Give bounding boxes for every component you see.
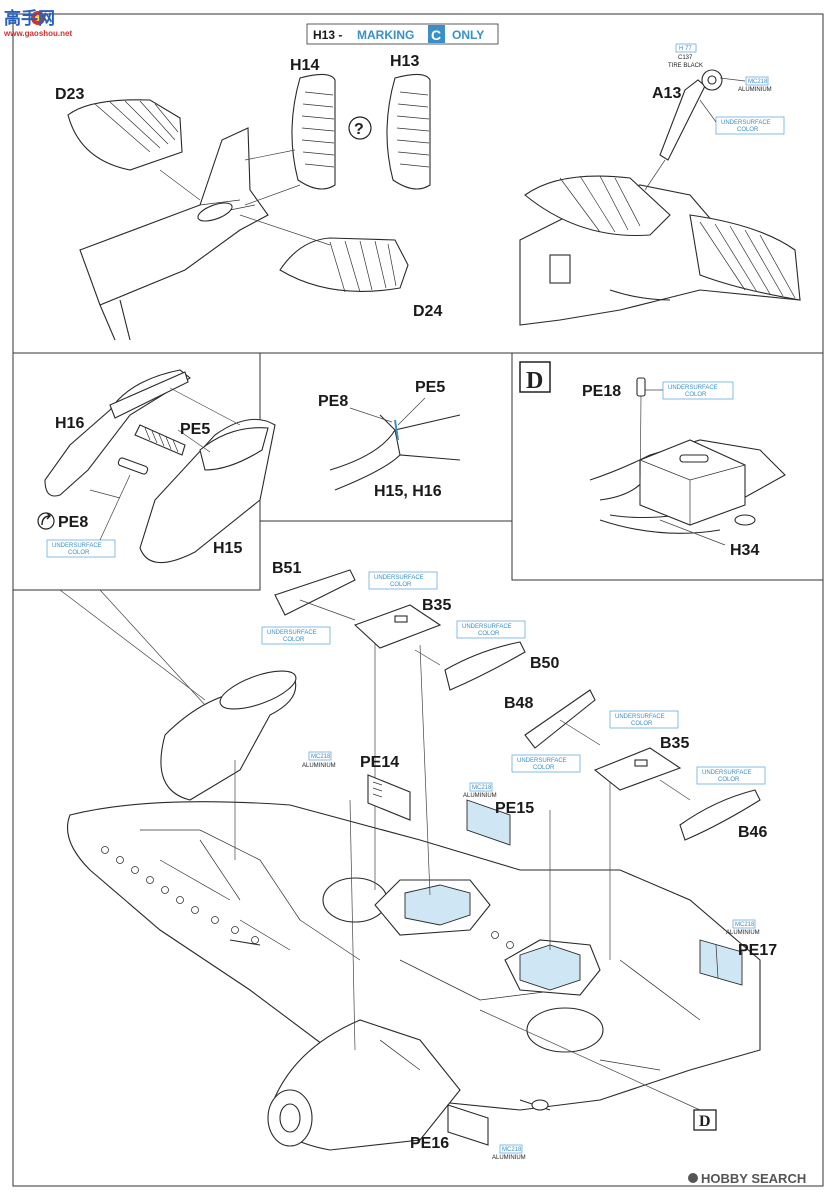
label-B35a: B35: [422, 597, 451, 614]
step-header: H13 - MARKING C ONLY: [306, 23, 499, 45]
label-PE8b: PE8: [318, 393, 348, 410]
paint-aluminium-pe14: ALUMINIUM: [302, 763, 336, 769]
section-d-letter: D: [526, 368, 543, 394]
paint-tire-black: TIRE BLACK: [668, 63, 703, 69]
footer-brand-logo-icon: [688, 1173, 698, 1183]
paint-undersurface-b50: UNDERSURFACE: [462, 624, 512, 630]
page-frame: [12, 13, 824, 1187]
paint-mc218-pe15: MC218: [472, 785, 492, 791]
bend-symbol-icon: [37, 512, 55, 530]
paint-c137: C137: [678, 55, 693, 61]
paint-undersurface-pe18: UNDERSURFACE: [668, 385, 718, 391]
step-header-prefix: H13 -: [313, 28, 342, 42]
label-PE17: PE17: [738, 942, 777, 959]
step-header-marking-word: MARKING: [357, 28, 414, 42]
label-B51: B51: [272, 560, 301, 577]
radiator-fairing-drawing: UNDERSURFACE COLOR: [37, 369, 276, 564]
radiator-detail-drawing: [329, 397, 461, 491]
label-H16: H16: [55, 415, 84, 432]
paint-mc218-pe17: MC218: [735, 922, 755, 928]
label-B48: B48: [504, 695, 533, 712]
tail-wheel-drawing: H 77 C137 TIRE BLACK MC218 ALUMINIUM UND…: [519, 43, 801, 326]
footer-brand: HOBBY SEARCH: [688, 1171, 806, 1186]
label-H13: H13: [390, 53, 419, 70]
paint-color-b51: COLOR: [390, 582, 412, 588]
label-D23: D23: [55, 86, 84, 103]
paint-aluminium-pe15: ALUMINIUM: [463, 793, 497, 799]
paint-color-h16: COLOR: [68, 550, 90, 556]
paint-mc218-a13: MC218: [748, 79, 768, 85]
flap-assembly-upper: UNDERSURFACE COLOR UNDERSURFACE COLOR UN…: [261, 569, 526, 691]
paint-undersurface-b46: UNDERSURFACE: [702, 770, 752, 776]
question-mark-text: ?: [354, 121, 364, 138]
label-B46: B46: [738, 824, 767, 841]
paint-h77: H 77: [679, 46, 692, 52]
label-PE15: PE15: [495, 800, 534, 817]
paint-aluminium-a13: ALUMINIUM: [738, 87, 772, 93]
watermark-logo: 高手网 www.gaoshou.net: [3, 8, 72, 38]
paint-undersurface-a13: UNDERSURFACE: [721, 120, 771, 126]
step-header-suffix: ONLY: [452, 28, 484, 42]
footer-brand-text: HOBBY SEARCH: [701, 1171, 806, 1186]
step-header-marking-letter: C: [431, 27, 441, 43]
label-A13: A13: [652, 85, 681, 102]
section-divider-step: [13, 520, 823, 591]
label-H34: H34: [730, 542, 759, 559]
label-B50: B50: [530, 655, 559, 672]
watermark-logo-text: 高手网: [4, 8, 55, 29]
tail-assembly-drawing: ?: [67, 73, 431, 341]
label-H15H16: H15, H16: [374, 483, 442, 500]
paint-mc218-pe16: MC218: [502, 1147, 522, 1153]
detail-d-drawing: D UNDERSURFACE COLOR: [519, 361, 786, 546]
label-PE5a: PE5: [180, 421, 210, 438]
section-d-box: [519, 361, 551, 393]
paint-undersurface-b35b: UNDERSURFACE: [517, 758, 567, 764]
label-B35b: B35: [660, 735, 689, 752]
label-PE8a: PE8: [58, 514, 88, 531]
watermark-url: www.gaoshou.net: [3, 29, 72, 38]
question-mark-circle: [348, 116, 372, 140]
label-D24: D24: [413, 303, 442, 320]
paint-undersurface-h16: UNDERSURFACE: [52, 543, 102, 549]
paint-color-b46: COLOR: [718, 777, 740, 783]
main-wing-drawing: D: [59, 589, 761, 1151]
label-H15: H15: [213, 540, 242, 557]
label-PE16: PE16: [410, 1135, 449, 1152]
paint-color-pe18: COLOR: [685, 392, 707, 398]
marking-letter-badge: [428, 25, 445, 43]
photoetch-parts: MC218 ALUMINIUM MC218 ALUMINIUM MC218 AL…: [302, 751, 760, 1161]
label-PE14: PE14: [360, 754, 399, 771]
paint-aluminium-pe16: ALUMINIUM: [492, 1155, 526, 1161]
paint-color-b48: COLOR: [631, 721, 653, 727]
paint-mc218-pe14: MC218: [311, 754, 331, 760]
label-PE5b: PE5: [415, 379, 445, 396]
callout-d-box: [693, 1109, 717, 1131]
label-PE18: PE18: [582, 383, 621, 400]
paint-color-b35a: COLOR: [283, 637, 305, 643]
paint-undersurface-b35a: UNDERSURFACE: [267, 630, 317, 636]
paint-undersurface-b48: UNDERSURFACE: [615, 714, 665, 720]
callout-d-letter: D: [699, 1113, 711, 1130]
flap-assembly-lower: UNDERSURFACE COLOR UNDERSURFACE COLOR UN…: [511, 689, 766, 841]
paint-color-b50: COLOR: [478, 631, 500, 637]
paint-color-b35b: COLOR: [533, 765, 555, 771]
paint-undersurface-b51: UNDERSURFACE: [374, 575, 424, 581]
label-H14: H14: [290, 57, 319, 74]
paint-color-a13: COLOR: [737, 127, 759, 133]
paint-aluminium-pe17: ALUMINIUM: [726, 930, 760, 936]
